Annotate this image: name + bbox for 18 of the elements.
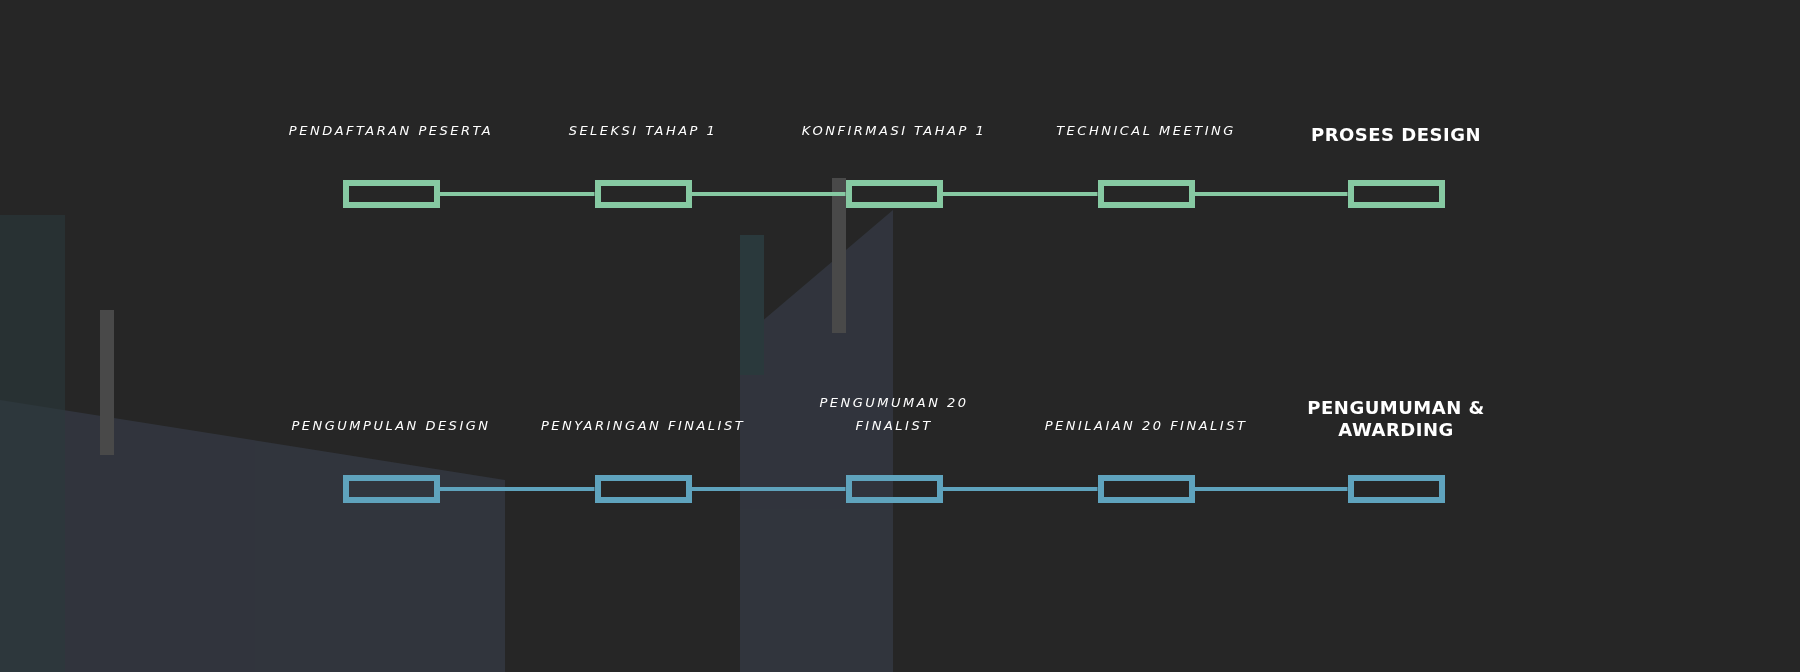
connector-line — [439, 192, 595, 196]
step-label: PROSES DESIGN — [1310, 124, 1482, 146]
step-label: PENDAFTARAN PESERTA — [288, 122, 494, 140]
connector-line — [942, 192, 1098, 196]
step-label: PENILAIAN 20 FINALIST — [1044, 417, 1248, 435]
step-label: PENGUMUMAN & AWARDING — [1306, 397, 1486, 441]
connector-line — [691, 192, 846, 196]
step-label: PENGUMPULAN DESIGN — [291, 417, 491, 435]
connector-line — [1194, 487, 1348, 491]
step-label: KONFIRMASI TAHAP 1 — [801, 122, 987, 140]
step-label: PENGUMUMAN 20 FINALIST — [818, 394, 970, 435]
step-label: SELEKSI TAHAP 1 — [568, 122, 718, 140]
step-label: TECHNICAL MEETING — [1056, 122, 1236, 140]
connector-line — [691, 487, 846, 491]
step-label: PENYARINGAN FINALIST — [540, 417, 746, 435]
connector-line — [1194, 192, 1348, 196]
connector-line — [439, 487, 595, 491]
connector-line — [942, 487, 1098, 491]
